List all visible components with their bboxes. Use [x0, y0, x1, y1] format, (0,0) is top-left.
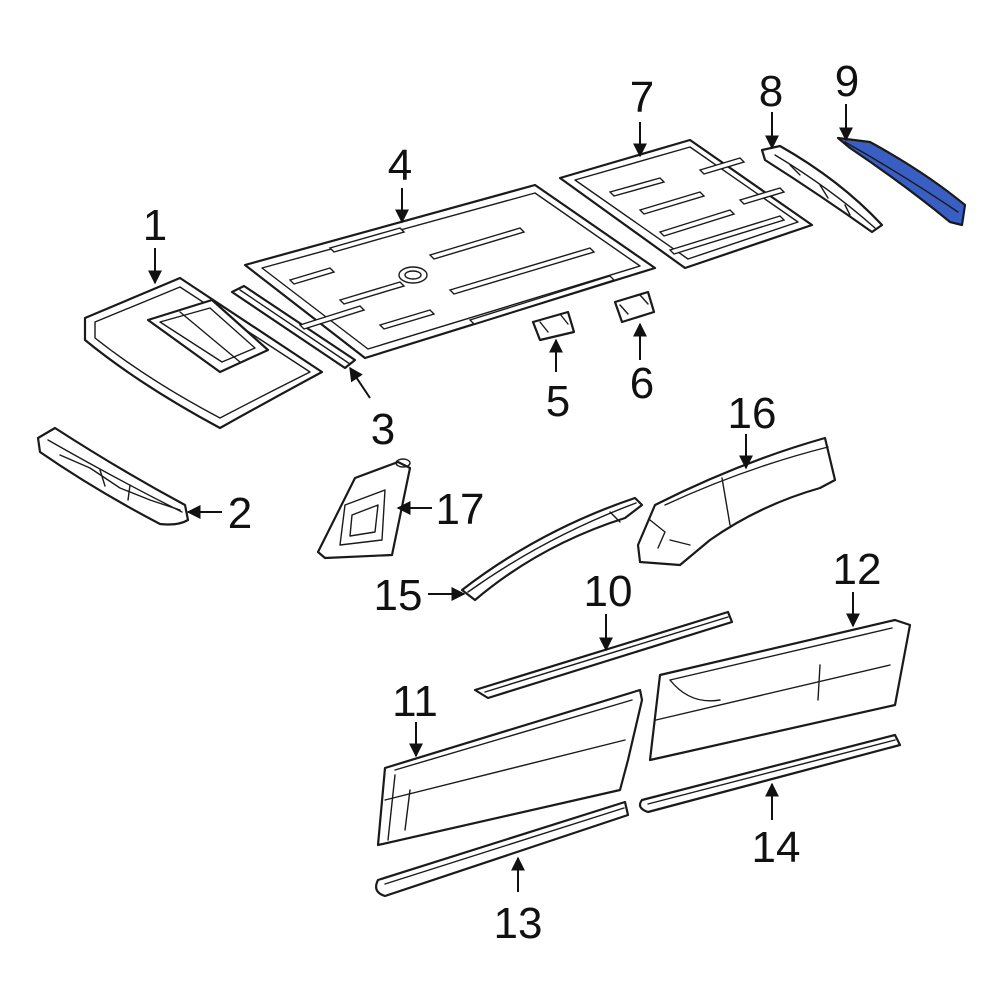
callout-2: 2	[228, 489, 252, 538]
part-13-rocker-front[interactable]	[375, 800, 630, 898]
callout-13: 13	[494, 899, 543, 948]
part-16-quarter-inner[interactable]	[636, 436, 837, 567]
part-3-roof-bow[interactable]	[230, 284, 357, 370]
callout-15: 15	[374, 571, 423, 620]
callout-7: 7	[630, 73, 654, 122]
part-14-rocker-rear[interactable]	[638, 733, 902, 814]
part-8-rear-header[interactable]	[760, 144, 884, 234]
callout-10: 10	[584, 567, 633, 616]
callout-5: 5	[546, 377, 570, 426]
callout-1: 1	[143, 201, 167, 250]
part-5-bracket[interactable]	[531, 310, 576, 342]
callout-4: 4	[388, 141, 412, 190]
part-6-bracket[interactable]	[613, 290, 656, 324]
leader-lines	[148, 104, 860, 892]
part-15-roof-rail[interactable]	[460, 496, 644, 602]
part-1-roof-front-panel[interactable]	[83, 276, 324, 430]
callout-8: 8	[759, 67, 783, 116]
highlighted-part-shape	[836, 136, 967, 227]
part-10-molding-strip[interactable]	[473, 610, 734, 700]
callout-9: 9	[835, 57, 859, 106]
callout-16: 16	[728, 389, 777, 438]
callout-labels: 1 2 3 4 5 6 7 8 9 10 11 12 13 14 15 16 1…	[143, 57, 882, 948]
part-4-roof-center-panel[interactable]	[243, 183, 657, 360]
part-12-side-panel-rear[interactable]	[648, 618, 912, 762]
part-11-side-panel-front[interactable]	[376, 688, 644, 847]
callout-3: 3	[371, 405, 395, 454]
callout-14: 14	[752, 823, 801, 872]
part-2-windshield-header[interactable]	[36, 426, 190, 526]
part-17-pillar-reinforcement[interactable]	[316, 458, 412, 560]
part-7-roof-rear-panel[interactable]	[558, 138, 814, 270]
part-9-highlighted[interactable]	[836, 136, 967, 227]
callout-12: 12	[833, 545, 882, 594]
callout-17: 17	[436, 485, 485, 534]
callout-11: 11	[392, 677, 438, 726]
callout-6: 6	[630, 359, 654, 408]
